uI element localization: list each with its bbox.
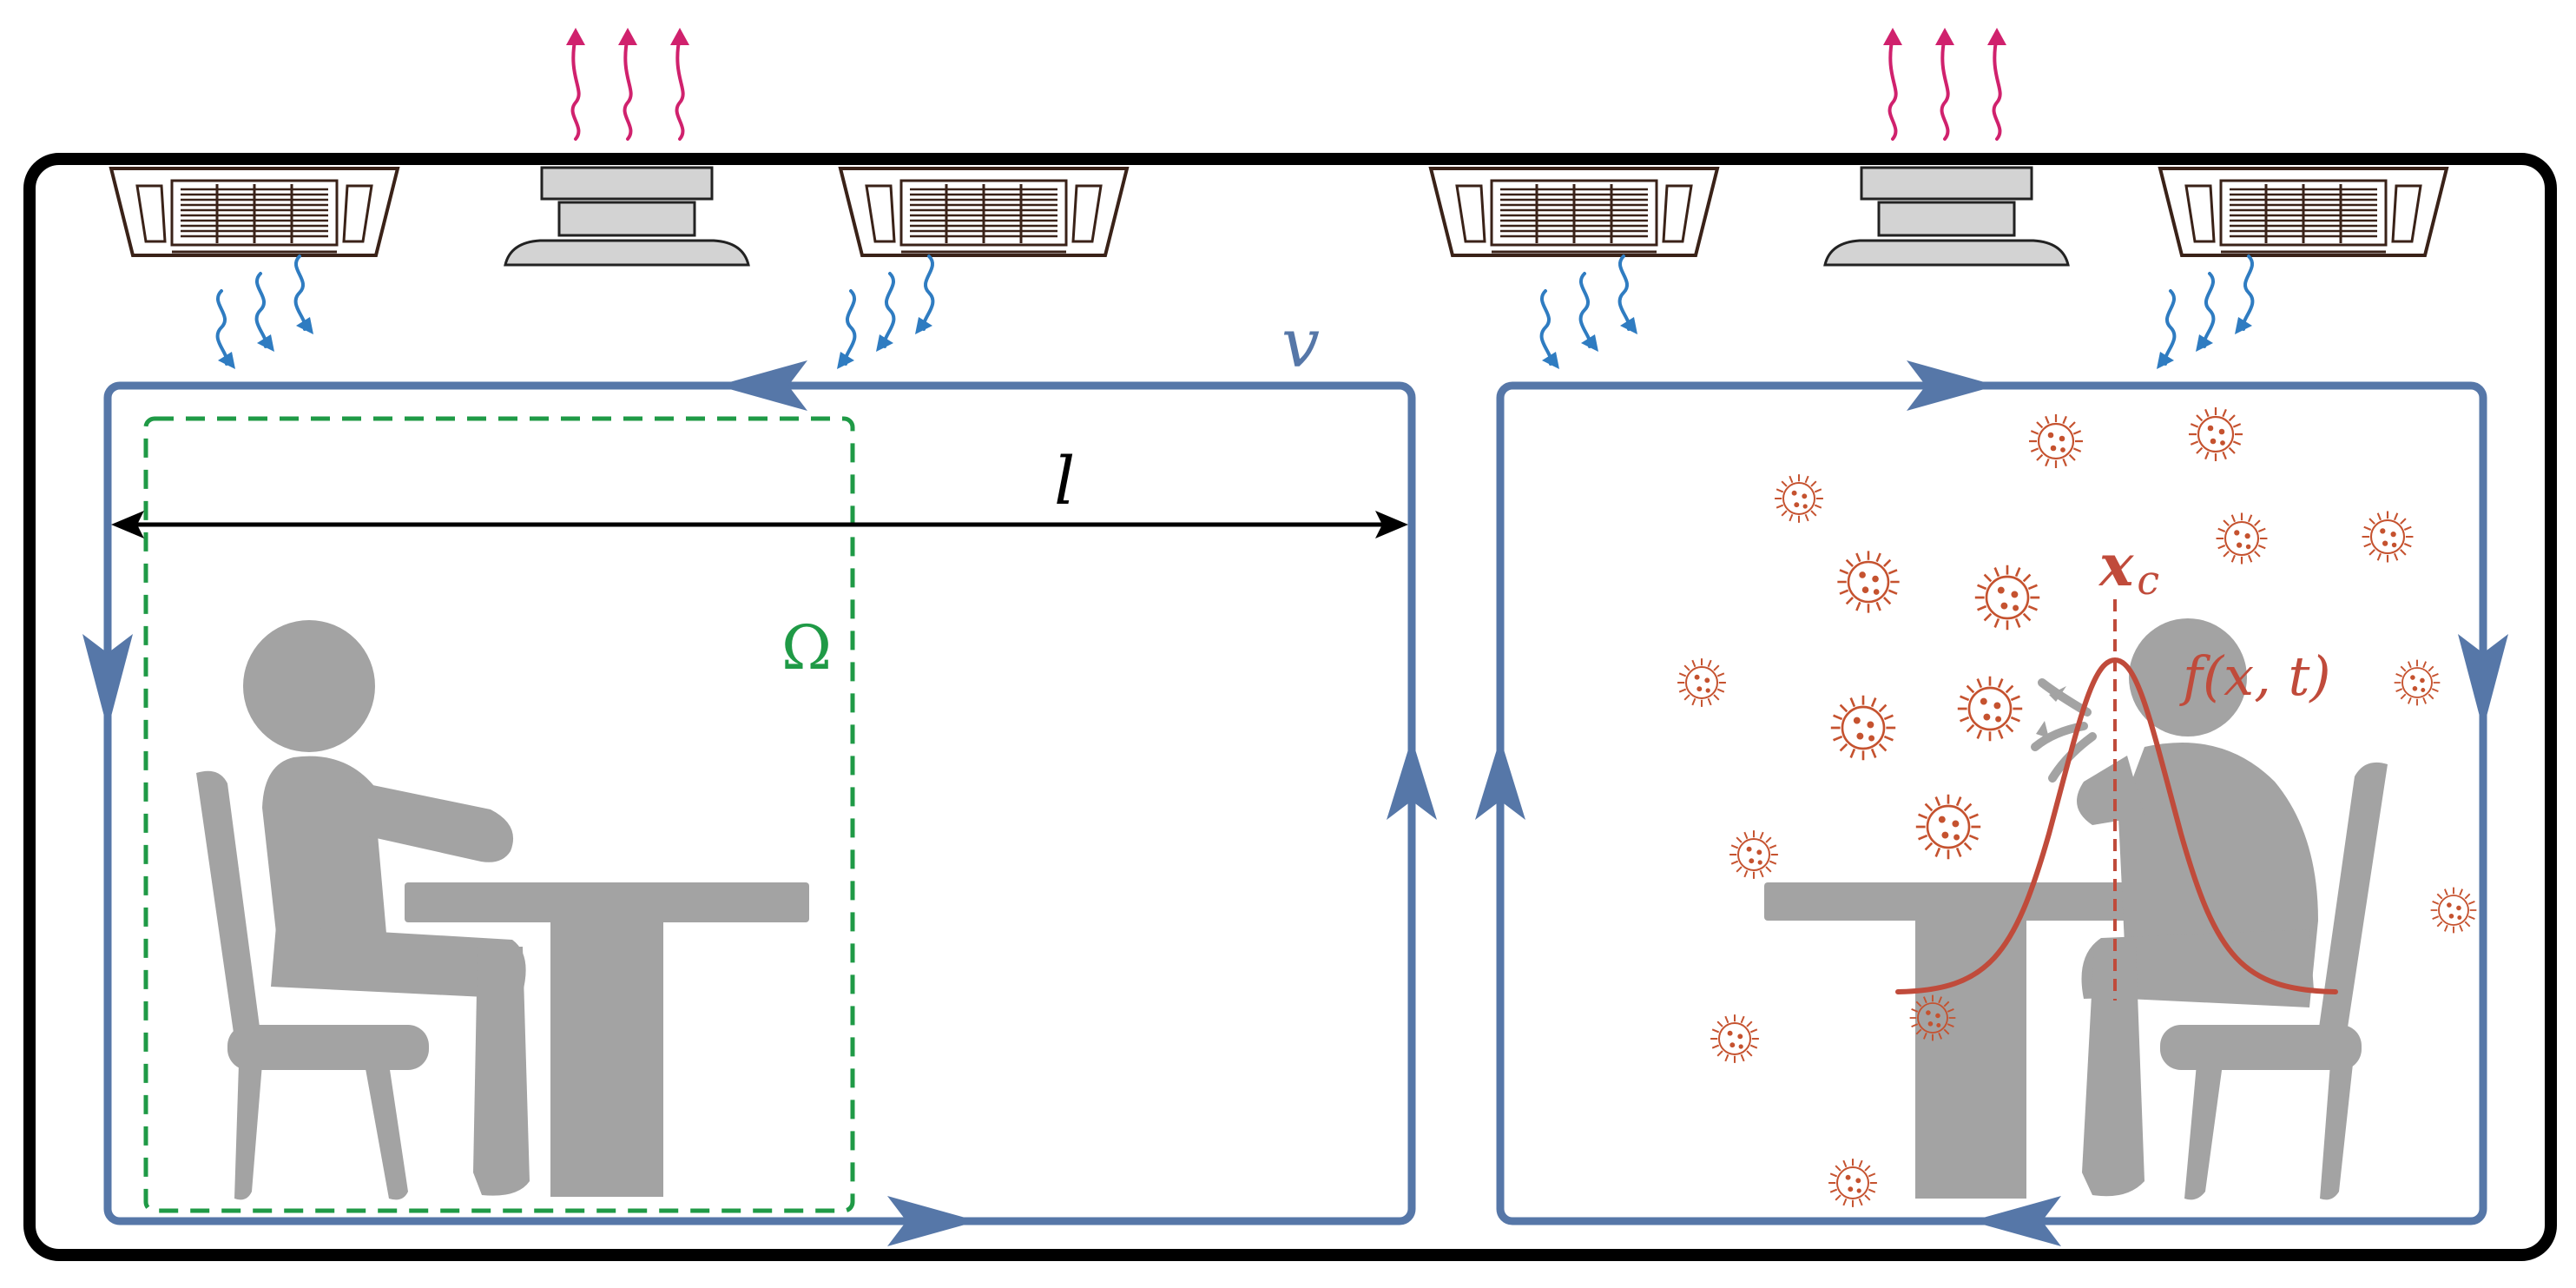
- virus-icon: [1710, 1014, 1760, 1064]
- ceiling-vent-icon: [2158, 167, 2448, 257]
- exhaust-arrow-icon: [1881, 26, 1904, 141]
- inflow-arrow-icon: [2194, 272, 2216, 353]
- inflow-arrow-icon: [1617, 254, 1639, 336]
- circulation-arrow-icon: [1907, 360, 1997, 411]
- density-label: f(x, t): [2179, 644, 2331, 708]
- inflow-arrow-icon: [215, 289, 237, 371]
- virus-icon: [2027, 413, 2085, 470]
- virus-icon: [1729, 829, 1779, 880]
- dimension-arrow-icon: [111, 511, 144, 538]
- exhaust-arrow-icon: [616, 26, 639, 141]
- source-x: x: [2098, 532, 2134, 599]
- exhaust-fan-icon: [1823, 166, 2070, 267]
- inflow-arrow-icon: [293, 254, 315, 336]
- inflow-arrow-icon: [254, 272, 276, 353]
- inflow-arrow-icon: [913, 254, 935, 336]
- virus-icon: [2187, 406, 2244, 463]
- gaussian-curve: [1895, 657, 2338, 994]
- source-subscript: c: [2137, 557, 2159, 604]
- velocity-label: v: [1281, 305, 1320, 383]
- source-label: xc: [2098, 532, 2159, 604]
- person-seated-icon: [196, 620, 809, 1200]
- virus-icon: [1829, 694, 1897, 762]
- circulation-arrow-icon: [887, 1196, 978, 1246]
- chair-icon: [196, 770, 429, 1200]
- dimension-arrow-icon: [1375, 511, 1408, 538]
- inflow-arrow-icon: [2233, 254, 2255, 336]
- length-label: l: [1054, 442, 1075, 519]
- inflow-arrow-icon: [835, 289, 857, 371]
- exhaust-arrow-icon: [1934, 26, 1956, 141]
- region-label: Ω: [781, 612, 832, 684]
- table-icon: [405, 882, 809, 1197]
- virus-icon: [2429, 886, 2478, 935]
- circulation-arrow-icon: [2458, 634, 2508, 730]
- ceiling-vent-icon: [109, 167, 399, 257]
- inflow-arrow-icon: [874, 272, 896, 353]
- ceiling-vent-icon: [1429, 167, 1719, 257]
- circulation-arrow-icon: [1971, 1196, 2061, 1246]
- exhaust-arrow-icon: [669, 26, 691, 141]
- exhaust-arrow-icon: [564, 26, 587, 141]
- inflow-arrow-icon: [1578, 272, 1600, 353]
- circulation-arrow-icon: [1475, 738, 1525, 820]
- chair-icon: [2160, 762, 2388, 1200]
- room-outline: [23, 153, 2557, 1261]
- virus-icon: [1956, 675, 2024, 743]
- exhaust-arrow-icon: [1986, 26, 2008, 141]
- ceiling-vent-icon: [839, 167, 1129, 257]
- virus-icon: [2361, 510, 2415, 564]
- virus-icon: [2393, 658, 2441, 707]
- inflow-arrow-icon: [2155, 289, 2177, 371]
- virus-icon: [1774, 473, 1824, 524]
- virus-icon: [1836, 550, 1901, 614]
- virus-icon: [1914, 793, 1982, 861]
- virus-icon: [1973, 564, 2041, 631]
- virus-icon: [2215, 512, 2269, 565]
- circulation-arrow-icon: [82, 634, 133, 730]
- virus-icon: [1677, 657, 1727, 708]
- table-icon: [1764, 882, 2177, 1199]
- inflow-arrow-icon: [1539, 289, 1561, 371]
- person-coughing-icon: [1764, 618, 2388, 1200]
- circulation-arrow-icon: [717, 360, 807, 411]
- region-omega: [143, 416, 855, 1213]
- exhaust-fan-icon: [504, 166, 750, 267]
- virus-icon: [1828, 1158, 1878, 1208]
- circulation-arrow-icon: [1387, 738, 1437, 820]
